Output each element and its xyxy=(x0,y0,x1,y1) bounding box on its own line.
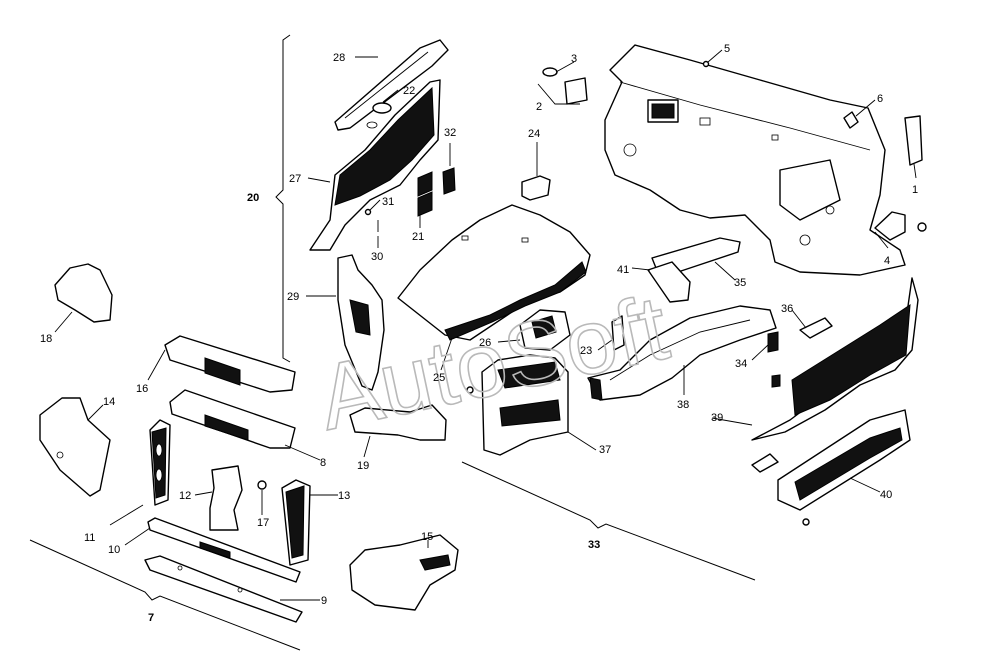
callout-33: 33 xyxy=(588,539,600,551)
part-38-floor-tunnel[interactable] xyxy=(587,305,777,401)
part-34-bracket[interactable] xyxy=(767,331,781,388)
part-13-vertical-support[interactable] xyxy=(281,479,311,566)
callout-3: 3 xyxy=(571,53,577,65)
part-2-bracket[interactable] xyxy=(564,77,588,105)
callout-18: 18 xyxy=(40,333,52,345)
callout-39: 39 xyxy=(711,412,723,424)
callout-19: 19 xyxy=(357,460,369,472)
callout-2: 2 xyxy=(536,101,542,113)
part-36-bracket[interactable] xyxy=(799,317,833,339)
callout-20: 20 xyxy=(247,192,259,204)
callout-10: 10 xyxy=(108,544,120,556)
callout-24: 24 xyxy=(528,128,540,140)
callout-30: 30 xyxy=(371,251,383,263)
part-24-bracket[interactable] xyxy=(521,175,551,201)
part-40-sill[interactable] xyxy=(751,409,911,526)
part-18-bracket[interactable] xyxy=(54,263,113,323)
callout-28: 28 xyxy=(333,52,345,64)
callout-23: 23 xyxy=(580,345,592,357)
part-19-bracket[interactable] xyxy=(349,404,447,441)
group-bracket-7 xyxy=(29,539,301,651)
callout-26: 26 xyxy=(479,337,491,349)
callout-13: 13 xyxy=(338,490,350,502)
callout-21: 21 xyxy=(412,231,424,243)
part-31-bolt[interactable] xyxy=(364,208,372,216)
part-1-bracket[interactable] xyxy=(904,115,923,166)
leader-lines xyxy=(54,49,917,601)
part-25-floor-panel[interactable] xyxy=(397,204,591,341)
callout-12: 12 xyxy=(179,490,191,502)
callout-6: 6 xyxy=(877,93,883,105)
part-37-wheelhouse[interactable] xyxy=(466,354,569,456)
part-16-upper-crossmember[interactable] xyxy=(164,335,296,393)
part-28-upper-rail[interactable] xyxy=(334,39,449,131)
callout-41: 41 xyxy=(617,264,629,276)
part-6-clip[interactable] xyxy=(843,111,859,129)
part-29-pillar[interactable] xyxy=(337,254,385,391)
callout-27: 27 xyxy=(289,173,301,185)
part-14-side-panel[interactable] xyxy=(39,397,111,497)
callout-4: 4 xyxy=(884,255,890,267)
callout-31: 31 xyxy=(382,196,394,208)
part-11-vertical-support[interactable] xyxy=(149,419,171,506)
part-27-inner-panel[interactable] xyxy=(309,79,441,251)
callout-37: 37 xyxy=(599,444,611,456)
callout-17: 17 xyxy=(257,517,269,529)
part-39-side-panel[interactable] xyxy=(751,277,919,441)
callout-labels: 1 2 3 4 5 6 7 8 9 10 11 12 13 14 15 16 1… xyxy=(40,43,918,624)
callout-5: 5 xyxy=(724,43,730,55)
part-17-nut[interactable] xyxy=(257,480,267,490)
callout-40: 40 xyxy=(880,489,892,501)
part-12-center-brace[interactable] xyxy=(209,465,243,531)
part-21-bracket[interactable] xyxy=(417,171,433,217)
callout-9: 9 xyxy=(321,595,327,607)
part-15-wheel-arch[interactable] xyxy=(349,534,459,611)
group-bracket-20 xyxy=(275,34,291,363)
callout-8: 8 xyxy=(320,457,326,469)
callout-7: 7 xyxy=(148,612,154,624)
callout-25: 25 xyxy=(433,372,445,384)
part-32-bracket[interactable] xyxy=(442,167,456,195)
part-26-bracket[interactable] xyxy=(519,309,571,351)
callout-15: 15 xyxy=(421,531,433,543)
part-4-clip[interactable] xyxy=(874,211,927,241)
callout-34: 34 xyxy=(735,358,747,370)
callout-38: 38 xyxy=(677,399,689,411)
callout-29: 29 xyxy=(287,291,299,303)
part-8-crossmember[interactable] xyxy=(169,389,296,449)
callout-36: 36 xyxy=(781,303,793,315)
callout-11: 11 xyxy=(84,532,95,544)
callout-35: 35 xyxy=(734,277,746,289)
part-23-bracket[interactable] xyxy=(611,315,625,351)
part-5-screw[interactable] xyxy=(702,60,710,68)
callout-22: 22 xyxy=(403,85,415,97)
part-41-bracket[interactable] xyxy=(647,261,691,303)
part-22-clip[interactable] xyxy=(372,102,392,114)
callout-16: 16 xyxy=(136,383,148,395)
callout-14: 14 xyxy=(103,396,115,408)
part-3-nut[interactable] xyxy=(542,67,558,77)
callout-1: 1 xyxy=(912,184,918,196)
callout-32: 32 xyxy=(444,127,456,139)
group-bracket-33 xyxy=(461,461,756,581)
part-9-bottom-rail[interactable] xyxy=(144,555,303,623)
part-dash-panel[interactable] xyxy=(604,44,906,276)
